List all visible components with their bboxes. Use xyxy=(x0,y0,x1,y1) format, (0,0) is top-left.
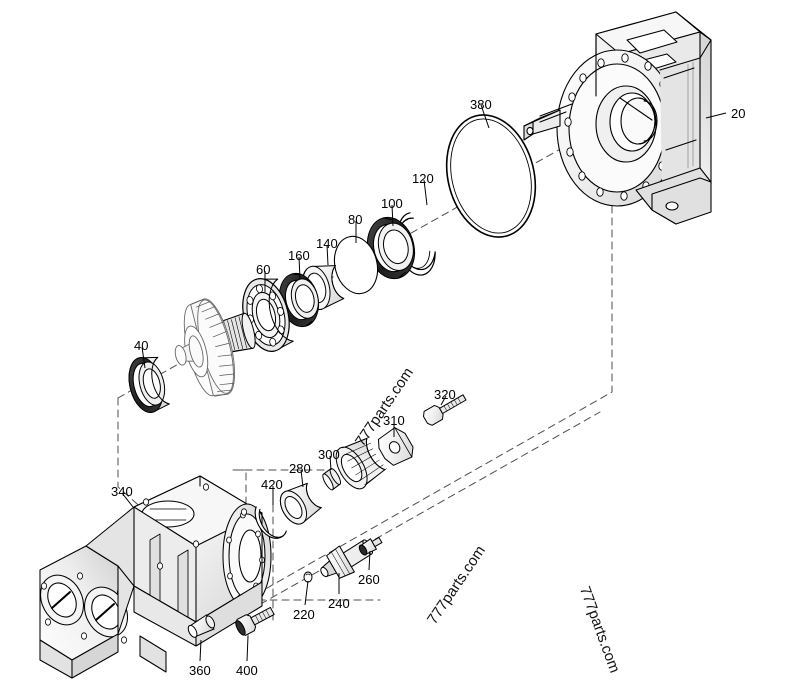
part-20-housing xyxy=(523,11,712,225)
leader-line-220 xyxy=(304,580,309,606)
callout-label-220: 220 xyxy=(293,607,315,622)
callout-label-320: 320 xyxy=(434,387,456,402)
callout-label-260: 260 xyxy=(358,572,380,587)
part-220-ball xyxy=(303,571,313,583)
splined-collar xyxy=(335,437,387,490)
leader-line-20 xyxy=(705,112,727,119)
part-260-set-screw xyxy=(358,536,383,556)
part-300-key xyxy=(322,468,342,491)
leader-line-100 xyxy=(391,204,394,227)
callout-label-20: 20 xyxy=(731,106,746,121)
callout-label-240: 240 xyxy=(328,596,350,611)
part-280-bushing xyxy=(279,482,322,525)
leader-line-380 xyxy=(480,104,490,129)
leader-line-360 xyxy=(199,639,202,662)
part-320-bolt xyxy=(423,394,467,426)
part-310-retainer-plate xyxy=(377,427,414,466)
part-60-roller-bearing xyxy=(242,278,294,352)
callout-leader-lines xyxy=(121,104,727,662)
gear-shaft-assembly xyxy=(174,298,256,397)
part-360-dowel-pin xyxy=(187,614,216,638)
part-420-snap-ring xyxy=(254,506,287,539)
part-400-bolt xyxy=(235,606,275,636)
callout-label-280: 280 xyxy=(289,461,311,476)
leader-line-140 xyxy=(326,244,329,266)
callout-label-380: 380 xyxy=(470,97,492,112)
part-160-bearing-cup xyxy=(278,272,320,328)
callout-label-120: 120 xyxy=(412,171,434,186)
callout-label-340: 340 xyxy=(111,484,133,499)
leader-line-160 xyxy=(298,256,301,280)
leader-line-120 xyxy=(423,179,428,206)
callout-label-360: 360 xyxy=(189,663,211,678)
part-380-o-ring xyxy=(445,114,537,238)
callout-label-60: 60 xyxy=(256,262,271,277)
leader-line-400 xyxy=(246,635,249,662)
leader-line-300 xyxy=(329,455,332,471)
callout-label-160: 160 xyxy=(288,248,310,263)
callout-label-310: 310 xyxy=(383,413,405,428)
callout-label-80: 80 xyxy=(348,212,363,227)
part-80-washer xyxy=(333,235,379,295)
callout-label-300: 300 xyxy=(318,447,340,462)
leader-line-40 xyxy=(141,346,146,369)
leader-line-280 xyxy=(300,469,304,488)
callout-label-140: 140 xyxy=(316,236,338,251)
callout-label-40: 40 xyxy=(134,338,149,353)
callout-label-400: 400 xyxy=(236,663,258,678)
part-40-bearing xyxy=(128,356,170,413)
leader-line-260 xyxy=(368,550,371,571)
leader-line-340 xyxy=(121,492,134,508)
part-340-gearbox-housing xyxy=(39,475,272,679)
callout-label-420: 420 xyxy=(261,477,283,492)
part-100-oil-seal xyxy=(366,216,416,280)
leader-line-320 xyxy=(440,395,447,406)
callout-label-100: 100 xyxy=(381,196,403,211)
